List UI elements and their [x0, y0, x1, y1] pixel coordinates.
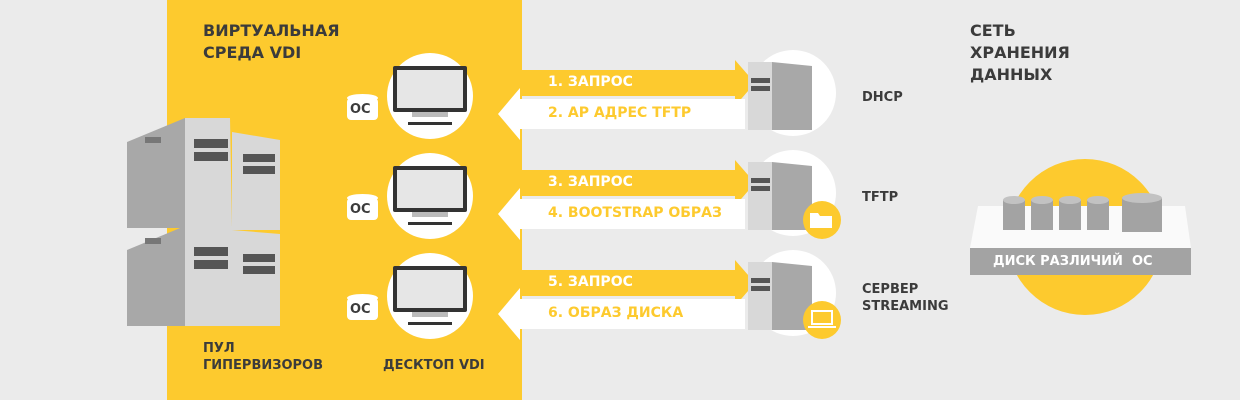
- request-label: 3. ЗАПРОС: [548, 174, 633, 190]
- flow-row: [347, 50, 836, 140]
- os-cylinder-icon: [347, 194, 378, 220]
- request-arrow: [522, 160, 755, 206]
- laptop-icon: [803, 301, 841, 339]
- flow-row: [347, 150, 841, 240]
- vdi-desktop-label: ДЕСКТОП VDI: [383, 358, 485, 373]
- flow-row: [347, 250, 841, 340]
- response-arrow: [498, 88, 745, 140]
- disk-icons: [1003, 193, 1162, 232]
- os-cylinder-icon: [347, 94, 378, 120]
- server-tower-icon: [748, 62, 812, 130]
- os-label: OC: [350, 202, 371, 217]
- request-arrow: [522, 260, 755, 306]
- request-arrow: [522, 60, 755, 106]
- monitor-icon: [393, 266, 467, 325]
- server-tower-icon: [748, 262, 812, 330]
- folder-icon: [803, 201, 841, 239]
- os-cylinder-icon: [347, 294, 378, 320]
- hypervisor-server-stack-icon: [127, 118, 280, 326]
- monitor-icon: [393, 66, 467, 125]
- request-label: 5. ЗАПРОС: [548, 274, 633, 290]
- os-label: OC: [350, 102, 371, 117]
- server-tower-icon: [748, 162, 812, 230]
- response-arrow: [498, 188, 745, 240]
- storage-label-band: [970, 248, 1191, 275]
- diff-disk-label: ДИСК РАЗЛИЧИЙ: [993, 254, 1123, 269]
- monitor-icon: [393, 166, 467, 225]
- response-label: 6. ОБРАЗ ДИСКА: [548, 305, 684, 321]
- response-arrow: [498, 288, 745, 340]
- server-label: TFTP: [862, 190, 899, 205]
- response-label: 2. AP АДРЕС TFTP: [548, 105, 692, 121]
- os-label: OC: [350, 302, 371, 317]
- request-label: 1. ЗАПРОС: [548, 74, 633, 90]
- os-disk-label: OC: [1132, 254, 1153, 269]
- server-label: DHCP: [862, 90, 903, 105]
- response-label: 4. BOOTSTRAP ОБРАЗ: [548, 205, 722, 221]
